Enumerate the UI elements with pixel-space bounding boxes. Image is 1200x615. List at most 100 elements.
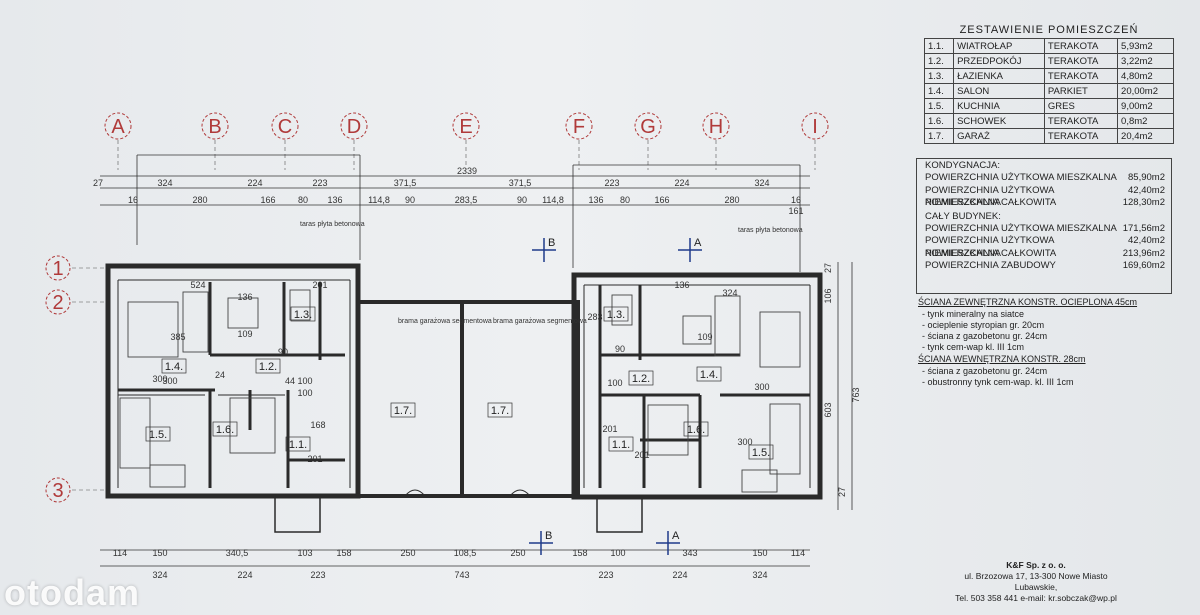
section-mark-label: B <box>548 237 555 249</box>
dimension-value: 763 <box>851 387 861 402</box>
dimension-value: 223 <box>598 570 613 580</box>
inner-dimension: 24 <box>215 370 225 380</box>
row-axis-label: 3 <box>52 480 63 502</box>
company-name: K&F Sp. z o. o. <box>1006 560 1066 570</box>
column-axis-circle <box>702 112 730 140</box>
dimension-value: 223 <box>604 178 619 188</box>
total-dimension: 2339 <box>457 166 477 176</box>
schedule-cell-area: 20,00m2 <box>1117 83 1174 99</box>
dimension-value: 103 <box>297 548 312 558</box>
dimension-value: 136 <box>327 195 342 205</box>
area-value: 42,40m2 <box>1128 235 1165 246</box>
garage-door-note-right: brama garażowa segmentowa <box>493 318 587 325</box>
schedule-cell-no: 1.4. <box>923 83 955 99</box>
dimension-value: 166 <box>260 195 275 205</box>
dimension-value: 16 <box>128 195 138 205</box>
area-label: POWIERZCHNIA CAŁKOWITA <box>925 197 1057 208</box>
column-axis-circle <box>201 112 229 140</box>
room-label: 1.1. <box>612 439 630 451</box>
dimension-value: 90 <box>405 195 415 205</box>
inner-dimension: 109 <box>697 332 712 342</box>
schedule-cell-name: KUCHNIA <box>953 98 1045 114</box>
wall-layer: - ocieplenie styropian gr. 20cm <box>922 320 1045 330</box>
schedule-cell-no: 1.6. <box>923 113 955 129</box>
inner-dimension: 100 <box>297 376 312 386</box>
dimension-value: 324 <box>752 570 767 580</box>
room-label: 1.2. <box>632 373 650 385</box>
column-axis-label: F <box>573 116 585 138</box>
dimension-value: 223 <box>312 178 327 188</box>
room-label: 1.4. <box>700 369 718 381</box>
area-label: POWIERZCHNIA UŻYTKOWA NIEMIESZKALNA <box>925 235 1054 259</box>
room-label: 1.2. <box>259 361 277 373</box>
room-label: 1.6. <box>687 424 705 436</box>
inner-dimension: 44 <box>285 376 295 386</box>
room-label: 1.5. <box>752 447 770 459</box>
area-label: POWIERZCHNIA ZABUDOWY <box>925 260 1056 271</box>
schedule-cell-no: 1.3. <box>923 68 955 84</box>
inner-wall-title: ŚCIANA WEWNĘTRZNA KONSTR. 28cm <box>918 354 1086 364</box>
row-axes: 1 2 3 <box>45 255 104 503</box>
wall-layer: - ściana z gazobetonu gr. 24cm <box>922 331 1048 341</box>
inner-dimension: 136 <box>237 292 252 302</box>
section-mark-label: A <box>672 530 680 542</box>
building-outline <box>105 263 823 533</box>
schedule-cell-area: 0,8m2 <box>1117 113 1174 129</box>
column-axis-circle <box>801 112 829 140</box>
dimension-value: 603 <box>823 402 833 417</box>
schedule-cell-floor: GRES <box>1043 98 1119 114</box>
room-labels: 1.4.1.2.1.3.1.5.1.6.1.1.1.7.1.7.1.3.1.2.… <box>145 306 774 460</box>
column-axis-label: B <box>208 116 221 138</box>
column-axis-label: C <box>278 116 292 138</box>
inner-dimension: 100 <box>607 378 622 388</box>
column-axis-label: I <box>812 116 818 138</box>
slab-note-right: taras płyta betonowa <box>738 227 803 234</box>
schedule-cell-no: 1.2. <box>923 53 955 69</box>
area-value: 85,90m2 <box>1128 172 1165 183</box>
company-address: ul. Brzozowa 17, 13-300 Nowe Miasto <box>964 571 1108 581</box>
inner-dimension: 300 <box>162 376 177 386</box>
area-value: 169,60m2 <box>1122 260 1165 271</box>
schedule-cell-name: GARAŻ <box>953 128 1045 144</box>
dimension-value: 250 <box>400 548 415 558</box>
dimension-value: 283,5 <box>455 195 478 205</box>
area-row: POWIERZCHNIA ZABUDOWY 169,60m2 <box>917 260 1171 273</box>
wall-layer: - obustronny tynk cem-wap. kl. III 1cm <box>922 377 1074 387</box>
dimension-value: 250 <box>510 548 525 558</box>
section-mark-label: B <box>545 530 552 542</box>
area-label: POWIERZCHNIA UŻYTKOWA MIESZKALNA <box>925 172 1117 183</box>
schedule-cell-no: 1.7. <box>923 128 955 144</box>
schedule-cell-floor: PARKIET <box>1043 83 1119 99</box>
dimension-value: 150 <box>152 548 167 558</box>
row-axis-label: 1 <box>52 258 63 280</box>
area-summary: KONDYGNACJA: POWIERZCHNIA UŻYTKOWA MIESZ… <box>916 158 1172 294</box>
schedule-cell-area: 5,93m2 <box>1117 38 1174 54</box>
dimension-value: 108,5 <box>454 548 477 558</box>
schedule-title: ZESTAWIENIE POMIESZCZEŃ <box>959 24 1139 36</box>
dimension-value: 340,5 <box>226 548 249 558</box>
dimension-value: 224 <box>247 178 262 188</box>
room-label: 1.7. <box>394 405 412 417</box>
column-axis-label: A <box>111 116 125 138</box>
dimension-value: 27 <box>823 263 833 273</box>
dimension-value: 224 <box>237 570 252 580</box>
inner-dimension: 100 <box>297 388 312 398</box>
slab-note-left: taras płyta betonowa <box>300 221 365 228</box>
schedule-cell-area: 3,22m2 <box>1117 53 1174 69</box>
room-label: 1.1. <box>289 439 307 451</box>
company-city: Lubawskie, <box>1014 582 1058 592</box>
dimension-value: 324 <box>754 178 769 188</box>
dimension-lines <box>100 154 853 567</box>
garage-door-note-left: brama garażowa segmentowa <box>398 318 492 325</box>
wall-layer: - tynk cem-wap kl. III 1cm <box>922 342 1025 352</box>
room-label: 1.7. <box>491 405 509 417</box>
row-axis-label: 2 <box>52 292 63 314</box>
dimension-value: 161 <box>788 206 803 216</box>
dimension-value: 371,5 <box>394 178 417 188</box>
